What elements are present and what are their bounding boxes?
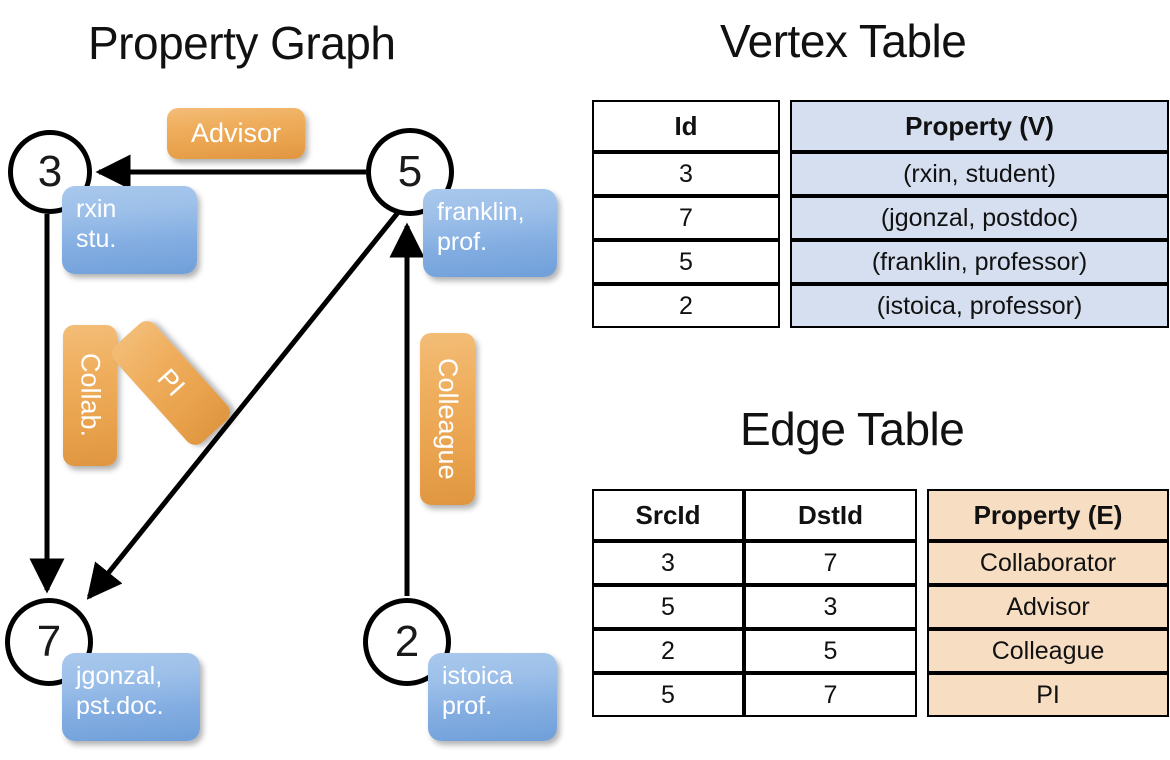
- graph-node-7-id: 7: [36, 617, 62, 666]
- table-row[interactable]: 2 (istoica, professor): [592, 284, 1169, 328]
- vertex-row-2-property: (franklin, professor): [790, 240, 1169, 284]
- graph-node-2-id: 2: [394, 617, 420, 666]
- node-5-property-line-2: prof.: [437, 227, 488, 256]
- edge-label-collab: Collab.: [63, 325, 117, 466]
- page-title-property-graph: Property Graph: [88, 17, 396, 69]
- edge-table-header-srcid: SrcId: [592, 489, 744, 541]
- table-row[interactable]: 3 (rxin, student): [592, 152, 1169, 196]
- vertex-table-column-gap: [780, 100, 790, 152]
- edge-row-1-property: Advisor: [927, 585, 1169, 629]
- edge-row-1-srcid: 5: [592, 585, 744, 629]
- edge-row-1-dstid: 3: [744, 585, 917, 629]
- vertex-table-header-row: Id Property (V): [592, 100, 1169, 152]
- vertex-table-column-gap: [780, 196, 790, 240]
- vertex-row-0-property: (rxin, student): [790, 152, 1169, 196]
- page-title-vertex-table: Vertex Table: [720, 15, 967, 67]
- graph-node-5-id: 5: [397, 147, 423, 196]
- vertex-table-column-gap: [780, 284, 790, 328]
- node-7-property-line-1: jgonzal,: [76, 662, 163, 690]
- node-3-property-bubble: rxin stu.: [62, 186, 197, 274]
- vertex-row-1-property: (jgonzal, postdoc): [790, 196, 1169, 240]
- table-row[interactable]: 5 (franklin, professor): [592, 240, 1169, 284]
- node-7-property-bubble: jgonzal, pst.doc.: [62, 653, 200, 741]
- node-5-property-bubble: franklin, prof.: [423, 189, 557, 277]
- table-row[interactable]: 2 5 Colleague: [592, 629, 1169, 673]
- edge-row-0-srcid: 3: [592, 541, 744, 585]
- node-3-property-line-1: rxin: [76, 195, 117, 223]
- edge-table-column-gap: [917, 489, 927, 541]
- edge-label-advisor: Advisor: [167, 108, 305, 159]
- node-5-property-line-1: franklin,: [437, 198, 525, 226]
- table-row[interactable]: 5 7 PI: [592, 673, 1169, 717]
- edge-table-header-row: SrcId DstId Property (E): [592, 489, 1169, 541]
- page-title-edge-table: Edge Table: [740, 403, 965, 455]
- edge-table-column-gap: [917, 673, 927, 717]
- edge-row-0-dstid: 7: [744, 541, 917, 585]
- edge-label-colleague: Colleague: [420, 333, 475, 505]
- edge-row-3-dstid: 7: [744, 673, 917, 717]
- vertex-row-2-id: 5: [592, 240, 780, 284]
- edge-table-column-gap: [917, 629, 927, 673]
- vertex-table-header-id: Id: [592, 100, 780, 152]
- vertex-row-3-id: 2: [592, 284, 780, 328]
- edge-row-3-property: PI: [927, 673, 1169, 717]
- vertex-row-1-id: 7: [592, 196, 780, 240]
- edge-table-column-gap: [917, 585, 927, 629]
- edge-row-2-srcid: 2: [592, 629, 744, 673]
- edge-table-header-property: Property (E): [927, 489, 1169, 541]
- vertex-table-header-property: Property (V): [790, 100, 1169, 152]
- vertex-row-3-property: (istoica, professor): [790, 284, 1169, 328]
- node-2-property-line-2: prof.: [442, 691, 493, 720]
- edge-row-2-property: Colleague: [927, 629, 1169, 673]
- graph-edges-svg: [29, 154, 425, 600]
- node-7-property-line-2: pst.doc.: [76, 691, 164, 720]
- edge-table-column-gap: [917, 541, 927, 585]
- graph-node-3-id: 3: [37, 147, 63, 196]
- edge-row-2-dstid: 5: [744, 629, 917, 673]
- edge-table-header-dstid: DstId: [744, 489, 917, 541]
- edge-5-to-7-pi: [86, 208, 402, 600]
- graph-node-5[interactable]: 5: [366, 128, 454, 216]
- table-row[interactable]: 3 7 Collaborator: [592, 541, 1169, 585]
- vertex-table: Id Property (V) 3 (rxin, student) 7 (jgo…: [592, 100, 1169, 328]
- graph-node-2[interactable]: 2: [363, 598, 451, 686]
- edge-row-3-srcid: 5: [592, 673, 744, 717]
- edge-row-0-property: Collaborator: [927, 541, 1169, 585]
- node-3-property-line-2: stu.: [76, 224, 117, 253]
- table-row[interactable]: 5 3 Advisor: [592, 585, 1169, 629]
- edge-table: SrcId DstId Property (E) 3 7 Collaborato…: [592, 489, 1169, 717]
- property-graph-diagram: 3 5 7 2 rxin stu. franklin, prof. jgonza…: [5, 108, 557, 741]
- node-2-property-line-1: istoica: [442, 662, 513, 690]
- node-2-property-bubble: istoica prof.: [428, 653, 557, 741]
- table-row[interactable]: 7 (jgonzal, postdoc): [592, 196, 1169, 240]
- vertex-row-0-id: 3: [592, 152, 780, 196]
- vertex-table-column-gap: [780, 152, 790, 196]
- vertex-table-column-gap: [780, 240, 790, 284]
